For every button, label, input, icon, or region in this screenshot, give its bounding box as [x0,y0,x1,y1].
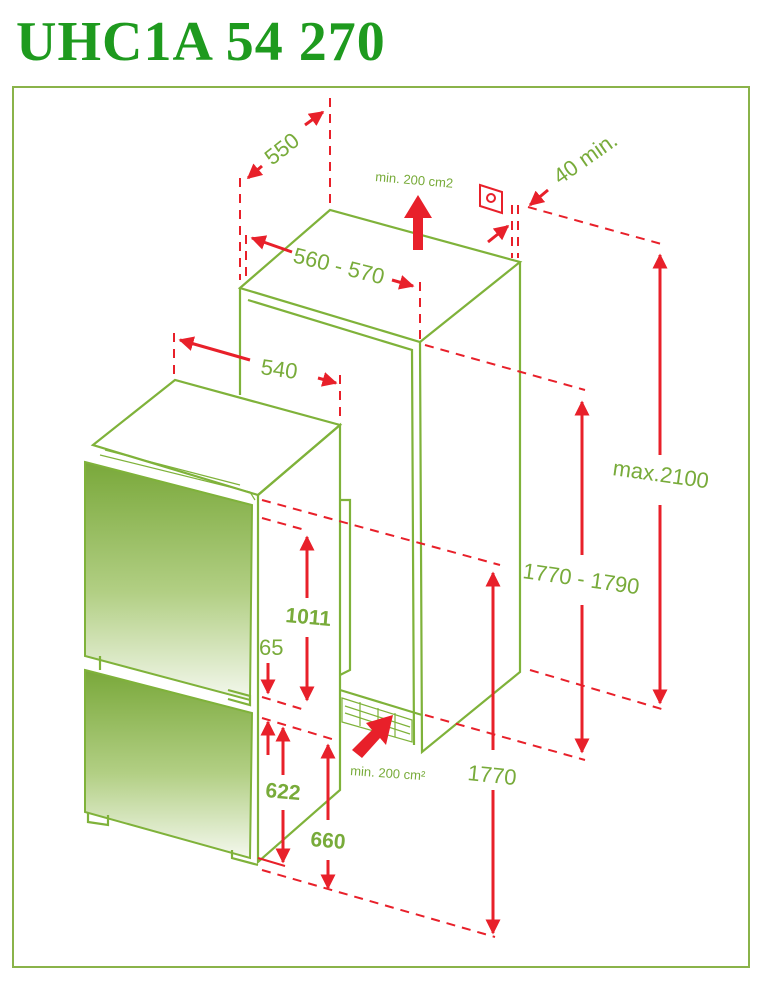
diagram-frame [12,86,750,968]
label-lower-section: 660 [310,828,347,854]
label-appliance-width: 540 [259,354,299,384]
lower-door [84,668,254,860]
dimension-guides [173,98,666,938]
label-upper-door: 1011 [285,604,333,631]
airflow-in-arrow [352,715,393,758]
upper-door [84,460,254,702]
wall-socket-icon [479,183,503,215]
label-niche-depth: 550 [260,128,304,170]
label-bottom-vent: min. 200 cm² [350,763,427,783]
fridge-appliance [84,378,343,867]
label-top-vent: min. 200 cm2 [375,169,454,191]
label-appliance-height: 1770 [466,760,517,790]
label-niche-width: 560 - 570 [291,243,387,290]
dimension-arrows [178,110,668,935]
label-door-gap: 65 [259,635,283,660]
label-rear-gap: 40 min. [549,127,622,189]
niche-cabinet [237,183,523,755]
model-title: UHC1A 54 270 [16,11,386,73]
label-lower-door: 622 [265,779,302,805]
airflow-up-arrow [404,195,432,250]
label-max-height: max.2100 [611,455,710,493]
label-niche-height: 1770 - 1790 [521,558,641,599]
